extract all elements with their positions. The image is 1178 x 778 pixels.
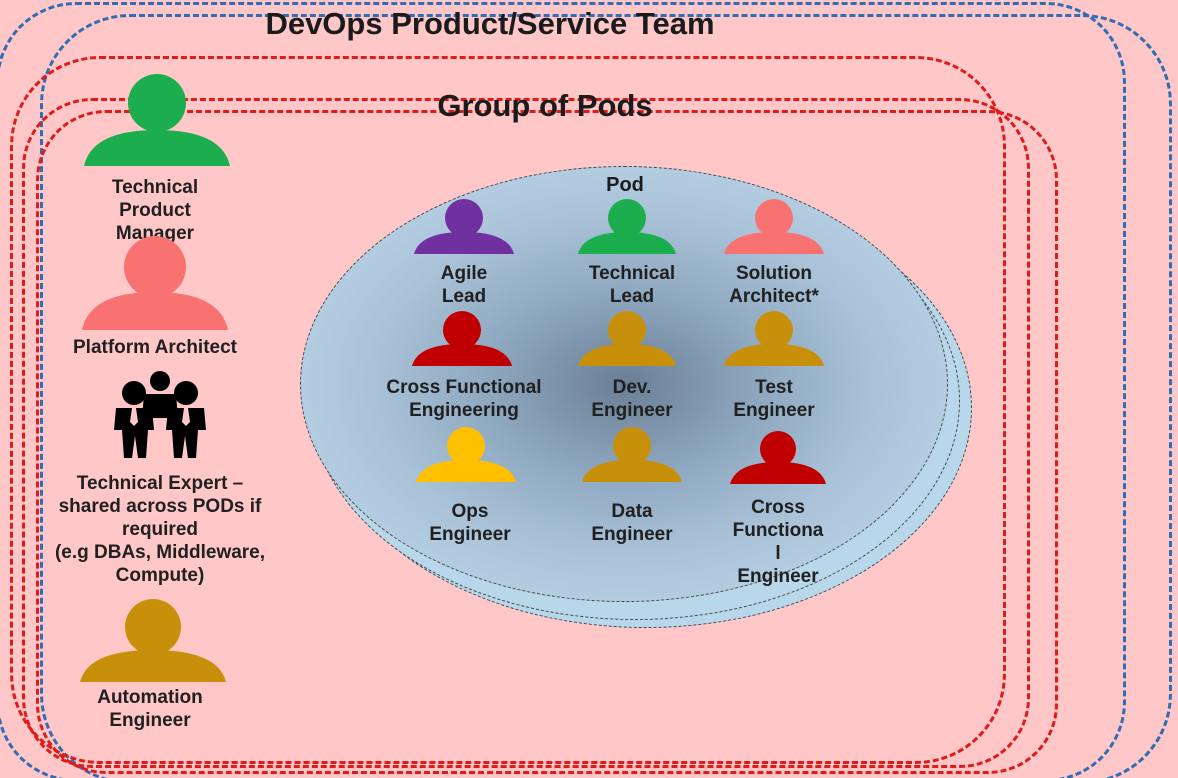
team-boundary-back <box>40 14 1172 778</box>
pod-member-cross-functional-engineering-icon <box>410 310 514 366</box>
pod-member-data-engineer-icon <box>580 426 684 482</box>
role-automation-engineer-label: Automation Engineer <box>97 687 203 731</box>
role-technical-expert-icon <box>110 370 210 460</box>
pod-member-cross-functional-engineering-label: Cross Functional Engineering <box>386 377 542 421</box>
role-platform-architect-icon <box>80 236 230 332</box>
pod-member-ops-engineer-label: Ops Engineer <box>429 501 511 545</box>
role-technical-expert-label: Technical Expert – shared across PODs if… <box>54 473 266 586</box>
role-platform-architect-label: Platform Architect <box>73 337 237 358</box>
pod-member-dev-engineer-label: Dev. Engineer <box>591 377 673 421</box>
pod-member-cross-functional-engineer-icon <box>728 430 828 484</box>
pod-member-solution-architect-label: Solution Architect* <box>729 263 819 307</box>
pod-member-agile-lead-icon <box>412 198 516 254</box>
pod-member-data-engineer-label: Data Engineer <box>591 501 673 545</box>
pod-title: Pod <box>606 174 644 196</box>
role-technical-product-manager-label: Technical Product Manager <box>111 177 199 244</box>
pod-member-test-engineer-icon <box>722 310 826 366</box>
team-title: DevOps Product/Service Team <box>265 6 715 41</box>
team-boundary-front <box>0 2 1126 778</box>
pod-member-dev-engineer-icon <box>576 310 678 366</box>
role-automation-engineer-icon <box>78 598 228 684</box>
pod-member-technical-lead-label: Technical Lead <box>588 263 676 307</box>
group-boundary-back-1 <box>22 98 1030 768</box>
pod-member-agile-lead-label: Agile Lead <box>440 263 488 307</box>
pod-member-ops-engineer-icon <box>414 426 518 482</box>
pod-member-solution-architect-icon <box>722 198 826 254</box>
group-boundary-front <box>10 56 1006 764</box>
group-boundary-back-2 <box>36 110 1058 774</box>
pod-member-test-engineer-label: Test Engineer <box>733 377 815 421</box>
pod-member-technical-lead-icon <box>576 198 678 254</box>
role-technical-product-manager-icon <box>82 72 232 168</box>
pod-member-cross-functional-engineer-label: Cross Functiona l Engineer <box>732 497 824 587</box>
group-title: Group of Pods <box>437 88 653 123</box>
